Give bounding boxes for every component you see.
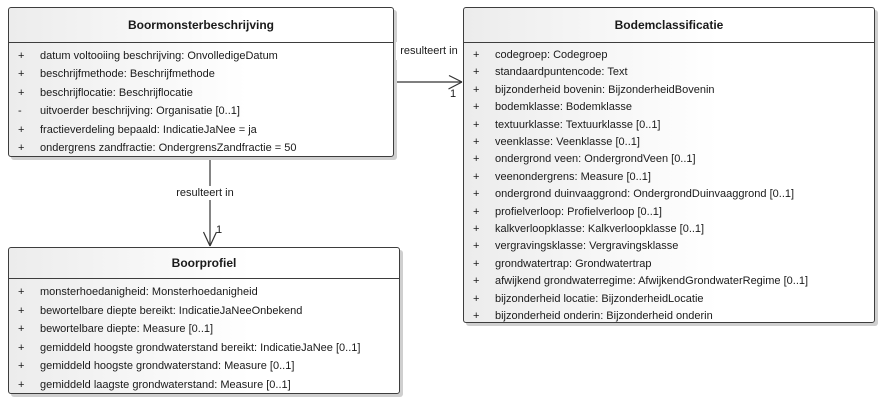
- visibility-marker: +: [18, 142, 25, 155]
- attribute-row: + bijzonderheid onderin: Bijzonderheid o…: [464, 308, 874, 325]
- attribute-row: + profielverloop: Profielverloop [0..1]: [464, 204, 874, 221]
- visibility-marker: +: [18, 50, 25, 62]
- attribute-row: + datum voltooiing beschrijving: Onvolle…: [9, 47, 393, 65]
- attribute-row: + beschrijflocatie: Beschrijflocatie: [9, 84, 393, 102]
- attribute-row: + gemiddeld laagste grondwaterstand: Mea…: [9, 376, 399, 395]
- attribute-row: + ondergrond duinvaaggrond: OndergrondDu…: [464, 186, 874, 203]
- class-boorprofiel: Boorprofiel + monsterhoedanigheid: Monst…: [8, 247, 400, 394]
- attribute-list: + datum voltooiing beschrijving: Onvolle…: [9, 43, 393, 157]
- visibility-marker: +: [18, 323, 25, 336]
- attribute-row: + ondergrens zandfractie: OndergrensZand…: [9, 139, 393, 157]
- visibility-marker: +: [18, 286, 25, 298]
- visibility-marker: +: [473, 83, 480, 96]
- visibility-marker: +: [473, 49, 480, 61]
- attribute-text: beschrijfmethode: Beschrijfmethode: [40, 68, 215, 81]
- open-arrowhead-down-icon: [202, 231, 218, 247]
- attribute-text: profielverloop: Profielverloop [0..1]: [495, 205, 662, 218]
- visibility-marker: +: [18, 360, 25, 373]
- attribute-row: + gemiddeld hoogste grondwaterstand bere…: [9, 339, 399, 358]
- open-arrowhead-right-icon: [448, 74, 463, 90]
- attribute-row: + veenklasse: Veenklasse [0..1]: [464, 134, 874, 151]
- attribute-text: veenondergrens: Measure [0..1]: [495, 170, 651, 183]
- attribute-row: + fractieverdeling bepaald: IndicatieJaN…: [9, 121, 393, 139]
- attribute-row: + kalkverloopklasse: Kalkverloopklasse […: [464, 221, 874, 238]
- visibility-marker: +: [18, 304, 25, 317]
- visibility-marker: +: [473, 66, 480, 79]
- attribute-text: ondergrond duinvaaggrond: OndergrondDuin…: [495, 188, 795, 201]
- attribute-row: + bewortelbare diepte: Measure [0..1]: [9, 320, 399, 339]
- connector-label-resulteert-in-down: resulteert in: [163, 186, 247, 200]
- visibility-marker: +: [18, 341, 25, 354]
- attribute-text: gemiddeld laagste grondwaterstand: Measu…: [40, 378, 291, 391]
- attribute-text: codegroep: Codegroep: [495, 49, 608, 61]
- attribute-text: ondergrond veen: OndergrondVeen [0..1]: [495, 153, 696, 166]
- attribute-text: vergravingsklasse: Vergravingsklasse: [495, 240, 679, 253]
- attribute-row: + bodemklasse: Bodemklasse: [464, 99, 874, 116]
- attribute-row: + textuurklasse: Textuurklasse [0..1]: [464, 117, 874, 134]
- visibility-marker: +: [473, 205, 480, 218]
- visibility-marker: +: [473, 188, 480, 201]
- visibility-marker: +: [473, 310, 480, 323]
- visibility-marker: +: [18, 86, 25, 99]
- attribute-text: datum voltooiing beschrijving: Onvolledi…: [40, 50, 278, 62]
- visibility-marker: +: [473, 153, 480, 166]
- attribute-row: + veenondergrens: Measure [0..1]: [464, 169, 874, 186]
- class-title: Boorprofiel: [9, 248, 399, 279]
- attribute-list: + monsterhoedanigheid: Monsterhoedanighe…: [9, 279, 399, 395]
- attribute-row: + bijzonderheid bovenin: BijzonderheidBo…: [464, 82, 874, 99]
- attribute-text: veenklasse: Veenklasse [0..1]: [495, 136, 640, 149]
- attribute-text: fractieverdeling bepaald: IndicatieJaNee…: [40, 123, 257, 136]
- class-bodemclassificatie: Bodemclassificatie + codegroep: Codegroe…: [463, 7, 875, 323]
- attribute-text: bijzonderheid locatie: BijzonderheidLoca…: [495, 292, 704, 305]
- visibility-marker: +: [473, 170, 480, 183]
- attribute-text: monsterhoedanigheid: Monsterhoedanigheid: [40, 286, 258, 298]
- visibility-marker: +: [473, 275, 480, 288]
- attribute-text: kalkverloopklasse: Kalkverloopklasse [0.…: [495, 223, 705, 236]
- multiplicity-down: 1: [216, 224, 223, 236]
- attribute-row: + monsterhoedanigheid: Monsterhoedanighe…: [9, 283, 399, 302]
- attribute-text: standaardpuntencode: Text: [495, 66, 628, 79]
- attribute-row: + standaardpuntencode: Text: [464, 64, 874, 81]
- visibility-marker: +: [473, 136, 480, 149]
- attribute-row: + ondergrond veen: OndergrondVeen [0..1]: [464, 151, 874, 168]
- attribute-row: + grondwatertrap: Grondwatertrap: [464, 256, 874, 273]
- attribute-text: afwijkend grondwaterregime: AfwijkendGro…: [495, 275, 809, 288]
- attribute-row: + afwijkend grondwaterregime: AfwijkendG…: [464, 273, 874, 290]
- attribute-text: uitvoerder beschrijving: Organisatie [0.…: [40, 105, 240, 118]
- connector-label-resulteert-in-right: resulteert in: [396, 42, 462, 60]
- visibility-marker: +: [473, 257, 480, 270]
- attribute-row: + bijzonderheid locatie: BijzonderheidLo…: [464, 291, 874, 308]
- attribute-text: textuurklasse: Textuurklasse [0..1]: [495, 118, 661, 131]
- attribute-text: bodemklasse: Bodemklasse: [495, 101, 632, 114]
- visibility-marker: +: [473, 101, 480, 114]
- class-boormonsterbeschrijving: Boormonsterbeschrijving + datum voltooii…: [8, 7, 394, 157]
- multiplicity-right: 1: [450, 88, 457, 100]
- attribute-row: + gemiddeld hoogste grondwaterstand: Mea…: [9, 357, 399, 376]
- attribute-row: + vergravingsklasse: Vergravingsklasse: [464, 238, 874, 255]
- attribute-row: + beschrijfmethode: Beschrijfmethode: [9, 65, 393, 83]
- visibility-marker: -: [18, 105, 22, 118]
- attribute-text: ondergrens zandfractie: OndergrensZandfr…: [40, 142, 297, 155]
- attribute-text: beschrijflocatie: Beschrijflocatie: [40, 86, 193, 99]
- attribute-text: bijzonderheid onderin: Bijzonderheid ond…: [495, 310, 713, 323]
- visibility-marker: +: [473, 223, 480, 236]
- visibility-marker: +: [473, 240, 480, 253]
- visibility-marker: +: [473, 118, 480, 131]
- attribute-row: - uitvoerder beschrijving: Organisatie […: [9, 102, 393, 120]
- visibility-marker: +: [18, 378, 25, 391]
- visibility-marker: +: [473, 292, 480, 305]
- class-title: Boormonsterbeschrijving: [9, 8, 393, 43]
- attribute-text: bewortelbare diepte bereikt: IndicatieJa…: [40, 304, 303, 317]
- visibility-marker: +: [18, 68, 25, 81]
- attribute-text: bijzonderheid bovenin: BijzonderheidBove…: [495, 83, 715, 96]
- attribute-text: gemiddeld hoogste grondwaterstand: Measu…: [40, 360, 295, 373]
- attribute-row: + codegroep: Codegroep: [464, 47, 874, 64]
- attribute-text: gemiddeld hoogste grondwaterstand bereik…: [40, 341, 361, 354]
- attribute-row: + bewortelbare diepte bereikt: Indicatie…: [9, 302, 399, 321]
- attribute-list: + codegroep: Codegroep + standaardpunten…: [464, 43, 874, 326]
- attribute-text: grondwatertrap: Grondwatertrap: [495, 257, 652, 270]
- attribute-text: bewortelbare diepte: Measure [0..1]: [40, 323, 214, 336]
- visibility-marker: +: [18, 123, 25, 136]
- class-title: Bodemclassificatie: [464, 8, 874, 43]
